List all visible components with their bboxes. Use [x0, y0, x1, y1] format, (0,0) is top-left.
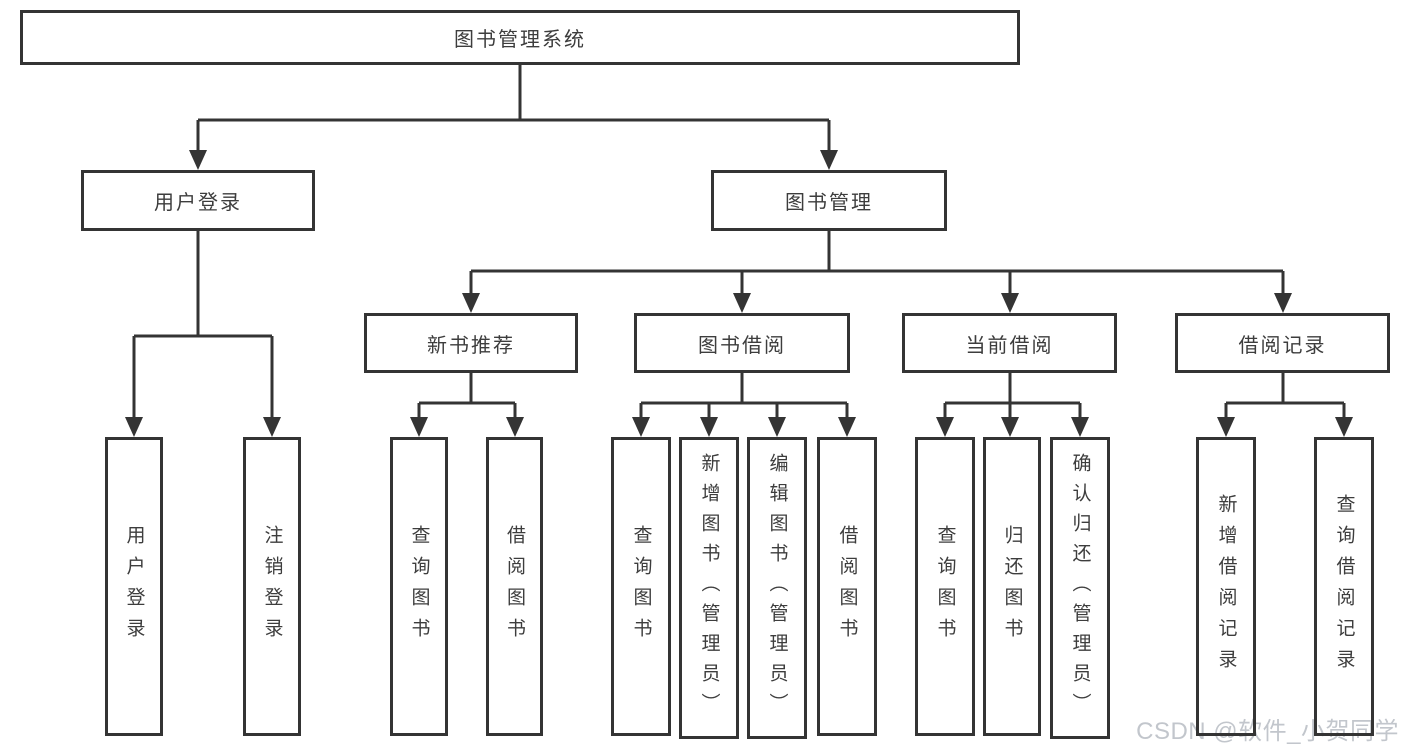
node-label: 归还图书 — [1001, 524, 1023, 649]
leaf-query-books-borrowing: 查询图书 — [611, 437, 671, 736]
connector-borrowing-records-to-leaves — [1217, 373, 1353, 437]
arrowhead — [1335, 417, 1353, 437]
arrowhead — [1001, 293, 1019, 313]
arrowhead — [189, 150, 207, 170]
node-new-book-recommend: 新书推荐 — [364, 313, 578, 373]
arrowhead — [1071, 417, 1089, 437]
node-label: 确认归还（管理员） — [1069, 453, 1091, 723]
node-label: 查询图书 — [408, 524, 430, 649]
arrowhead — [462, 293, 480, 313]
node-label: 编辑图书（管理员） — [766, 453, 788, 723]
node-label: 查询图书 — [934, 524, 956, 649]
arrowhead — [700, 417, 718, 437]
node-label: 用户登录 — [123, 524, 145, 649]
arrowhead — [263, 417, 281, 437]
node-book-borrowing: 图书借阅 — [634, 313, 850, 373]
node-label: 借阅记录 — [1238, 334, 1327, 357]
arrowhead — [1001, 417, 1019, 437]
leaf-confirm-return-admin: 确认归还（管理员） — [1050, 437, 1110, 739]
leaf-borrow-books-borrowing: 借阅图书 — [817, 437, 877, 736]
node-label: 用户登录 — [154, 192, 242, 214]
arrowhead — [632, 417, 650, 437]
connector-new-book-recommend-to-leaves — [410, 373, 524, 437]
arrowhead — [506, 417, 524, 437]
node-root-library-system: 图书管理系统 — [20, 10, 1020, 65]
connector-book-borrowing-to-leaves — [632, 373, 856, 437]
node-label: 新增借阅记录 — [1215, 493, 1237, 680]
leaf-return-books: 归还图书 — [983, 437, 1041, 736]
node-label: 注销登录 — [261, 524, 283, 649]
node-label: 新书推荐 — [427, 334, 515, 357]
arrowhead — [733, 293, 751, 313]
arrowhead — [1274, 293, 1292, 313]
node-label: 图书借阅 — [698, 334, 786, 357]
node-label: 查询图书 — [630, 524, 652, 649]
node-label: 当前借阅 — [965, 334, 1054, 357]
arrowhead — [820, 150, 838, 170]
node-label: 查询借阅记录 — [1333, 493, 1355, 680]
watermark: CSDN @软件_小贺同学 — [1136, 718, 1399, 745]
leaf-query-books-current: 查询图书 — [915, 437, 975, 736]
leaf-user-login: 用户登录 — [105, 437, 163, 736]
leaf-query-borrow-record: 查询借阅记录 — [1314, 437, 1374, 736]
leaf-add-borrow-record: 新增借阅记录 — [1196, 437, 1256, 736]
leaf-borrow-books-recommend: 借阅图书 — [486, 437, 543, 736]
arrowhead — [936, 417, 954, 437]
connector-current-borrowing-to-leaves — [936, 373, 1089, 437]
arrowhead — [768, 417, 786, 437]
node-label: 图书管理系统 — [454, 29, 586, 51]
arrowhead — [125, 417, 143, 437]
connector-user-login-to-leaves — [125, 231, 281, 437]
leaf-add-books-admin: 新增图书（管理员） — [679, 437, 739, 739]
connector-book-management-to-level3 — [462, 231, 1292, 313]
node-user-login: 用户登录 — [81, 170, 315, 231]
node-borrowing-records: 借阅记录 — [1175, 313, 1390, 373]
node-label: 图书管理 — [785, 192, 873, 214]
node-label: 借阅图书 — [836, 524, 858, 649]
connector-root-to-level2 — [189, 65, 838, 170]
leaf-edit-books-admin: 编辑图书（管理员） — [747, 437, 807, 739]
node-label: 新增图书（管理员） — [698, 453, 720, 723]
node-current-borrowing: 当前借阅 — [902, 313, 1117, 373]
node-label: 借阅图书 — [504, 524, 525, 649]
node-book-management: 图书管理 — [711, 170, 947, 231]
arrowhead — [410, 417, 428, 437]
leaf-logout: 注销登录 — [243, 437, 301, 736]
leaf-query-books-recommend: 查询图书 — [390, 437, 448, 736]
arrowhead — [838, 417, 856, 437]
arrowhead — [1217, 417, 1235, 437]
